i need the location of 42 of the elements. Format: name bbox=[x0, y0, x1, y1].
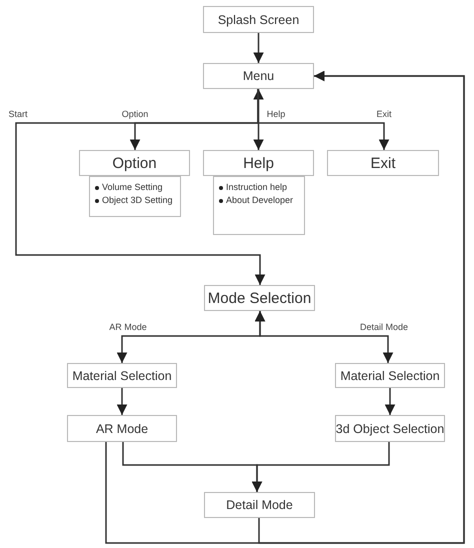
process-box bbox=[327, 150, 439, 176]
arrow bbox=[254, 311, 394, 363]
edge-label: Exit bbox=[376, 109, 392, 119]
arrow bbox=[105, 70, 465, 544]
box-label: Menu bbox=[242, 69, 274, 83]
edge-label: Option bbox=[120, 109, 150, 119]
edge-label: AR Mode bbox=[108, 322, 148, 332]
edge-label: Start bbox=[8, 109, 28, 119]
box-label: AR Mode bbox=[96, 422, 148, 436]
box-label: Material Selection bbox=[72, 368, 172, 382]
process-box bbox=[204, 492, 315, 518]
arrow bbox=[252, 442, 390, 492]
box-label: Splash Screen bbox=[218, 12, 300, 26]
box-label: 3d Object Selection bbox=[336, 422, 444, 436]
process-box bbox=[203, 150, 314, 176]
box-label: Mode Selection bbox=[208, 290, 312, 306]
box-label: Option bbox=[112, 154, 157, 172]
arrow bbox=[384, 388, 396, 415]
edge-label: Help bbox=[266, 109, 286, 119]
arrow bbox=[15, 89, 266, 285]
edge-label: Detail Mode bbox=[358, 322, 410, 332]
list-item: Instruction help bbox=[218, 182, 300, 193]
process-box bbox=[67, 415, 177, 442]
arrow bbox=[116, 388, 128, 415]
process-box bbox=[335, 363, 445, 388]
process-box bbox=[79, 150, 190, 176]
process-box bbox=[203, 6, 314, 33]
arrow bbox=[253, 33, 264, 63]
box-label: Detail Mode bbox=[226, 498, 293, 512]
box-label: Exit bbox=[370, 154, 396, 172]
box-label: Help bbox=[243, 154, 274, 172]
process-box bbox=[204, 285, 315, 311]
process-box bbox=[203, 63, 314, 89]
list-item: Volume Setting bbox=[94, 182, 176, 193]
bullet-list-box bbox=[89, 176, 181, 217]
process-box bbox=[335, 415, 445, 442]
process-box bbox=[67, 363, 177, 388]
arrow bbox=[253, 89, 264, 150]
box-label: Material Selection bbox=[340, 368, 440, 382]
list-item: About Developer bbox=[218, 194, 300, 206]
list-item: Object 3D Setting bbox=[94, 194, 176, 206]
bullet-list-box bbox=[213, 176, 305, 235]
